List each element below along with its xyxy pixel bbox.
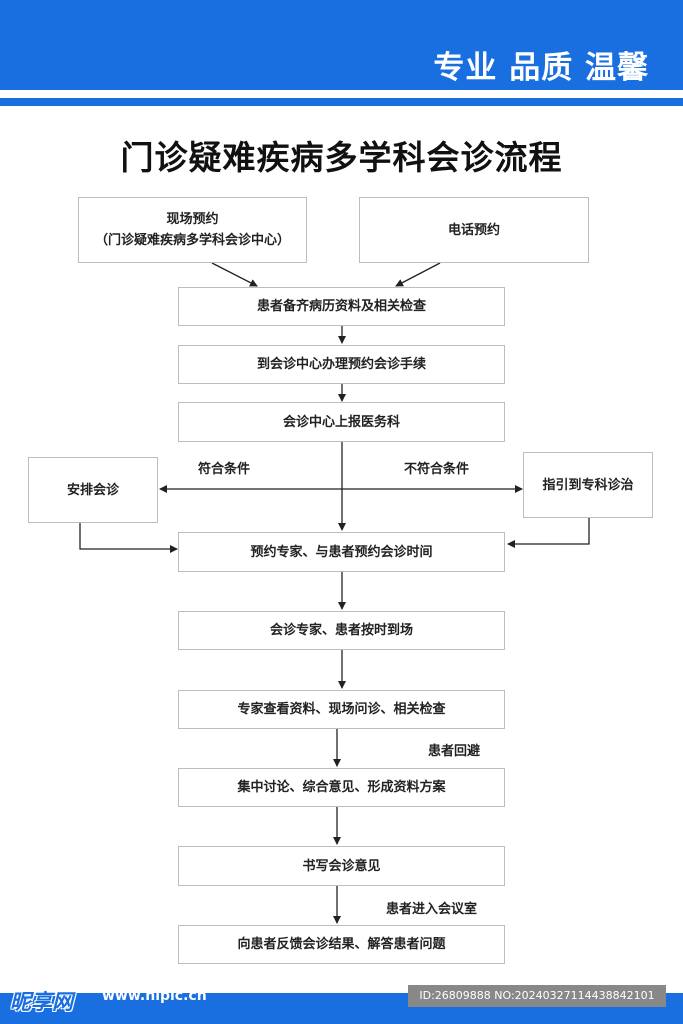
node-report-label: 会诊中心上报医务科 (282, 414, 400, 430)
watermark-id: ID:26809888 NO:20240327114438842101 (408, 985, 666, 1007)
node-prepare-label: 患者备齐病历资料及相关检查 (256, 299, 426, 314)
node-prepare-records: 患者备齐病历资料及相关检查 (178, 287, 505, 326)
node-onsite-line1: 现场预约 (166, 212, 219, 227)
node-discuss-label: 集中讨论、综合意见、形成资料方案 (237, 780, 446, 795)
edge-label-meets: 符合条件 (198, 462, 251, 477)
node-refer-label: 指引到专科诊治 (542, 477, 634, 493)
node-arrange: 安排会诊 (28, 457, 158, 523)
node-review: 专家查看资料、现场问诊、相关检查 (178, 690, 505, 729)
node-discuss: 集中讨论、综合意见、形成资料方案 (178, 768, 505, 807)
node-write-label: 书写会诊意见 (302, 858, 381, 874)
node-arrive-label: 会诊专家、患者按时到场 (269, 623, 413, 638)
header-slogan: 专业 品质 温馨 (433, 50, 649, 86)
node-feedback: 向患者反馈会诊结果、解答患者问题 (178, 925, 505, 964)
node-schedule: 预约专家、与患者预约会诊时间 (178, 532, 505, 572)
node-review-label: 专家查看资料、现场问诊、相关检查 (237, 702, 446, 717)
node-schedule-label: 预约专家、与患者预约会诊时间 (250, 544, 433, 560)
node-report: 会诊中心上报医务科 (178, 402, 505, 442)
node-register: 到会诊中心办理预约会诊手续 (178, 345, 505, 384)
node-arrive: 会诊专家、患者按时到场 (178, 611, 505, 650)
watermark-site: www.nipic.cn (102, 988, 207, 1004)
node-refer: 指引到专科诊治 (523, 452, 653, 518)
node-feedback-label: 向患者反馈会诊结果、解答患者问题 (237, 937, 446, 952)
node-phone-booking: 电话预约 (359, 197, 589, 263)
node-onsite-line2: （门诊疑难疾病多学科会诊中心） (94, 233, 290, 248)
node-write: 书写会诊意见 (178, 846, 505, 886)
arrow-refer-schedule (507, 518, 590, 548)
page-title: 门诊疑难疾病多学科会诊流程 (120, 138, 563, 177)
arrow-arrange-schedule (79, 523, 178, 553)
arrow-phone-prepare (395, 262, 441, 287)
header-stripe (0, 98, 683, 106)
node-register-label: 到会诊中心办理预约会诊手续 (256, 357, 426, 372)
header-band (0, 0, 683, 90)
node-arrange-label: 安排会诊 (66, 482, 119, 498)
node-onsite-booking: 现场预约 （门诊疑难疾病多学科会诊中心） (78, 197, 307, 263)
edge-label-not-meets: 不符合条件 (404, 462, 470, 477)
edge-label-patient-leave: 患者回避 (428, 744, 481, 759)
arrow-onsite-prepare (211, 262, 258, 287)
watermark-logo: 昵享网 (10, 990, 73, 1014)
edge-label-patient-enter: 患者进入会议室 (386, 902, 478, 917)
node-phone-label: 电话预约 (447, 222, 500, 238)
